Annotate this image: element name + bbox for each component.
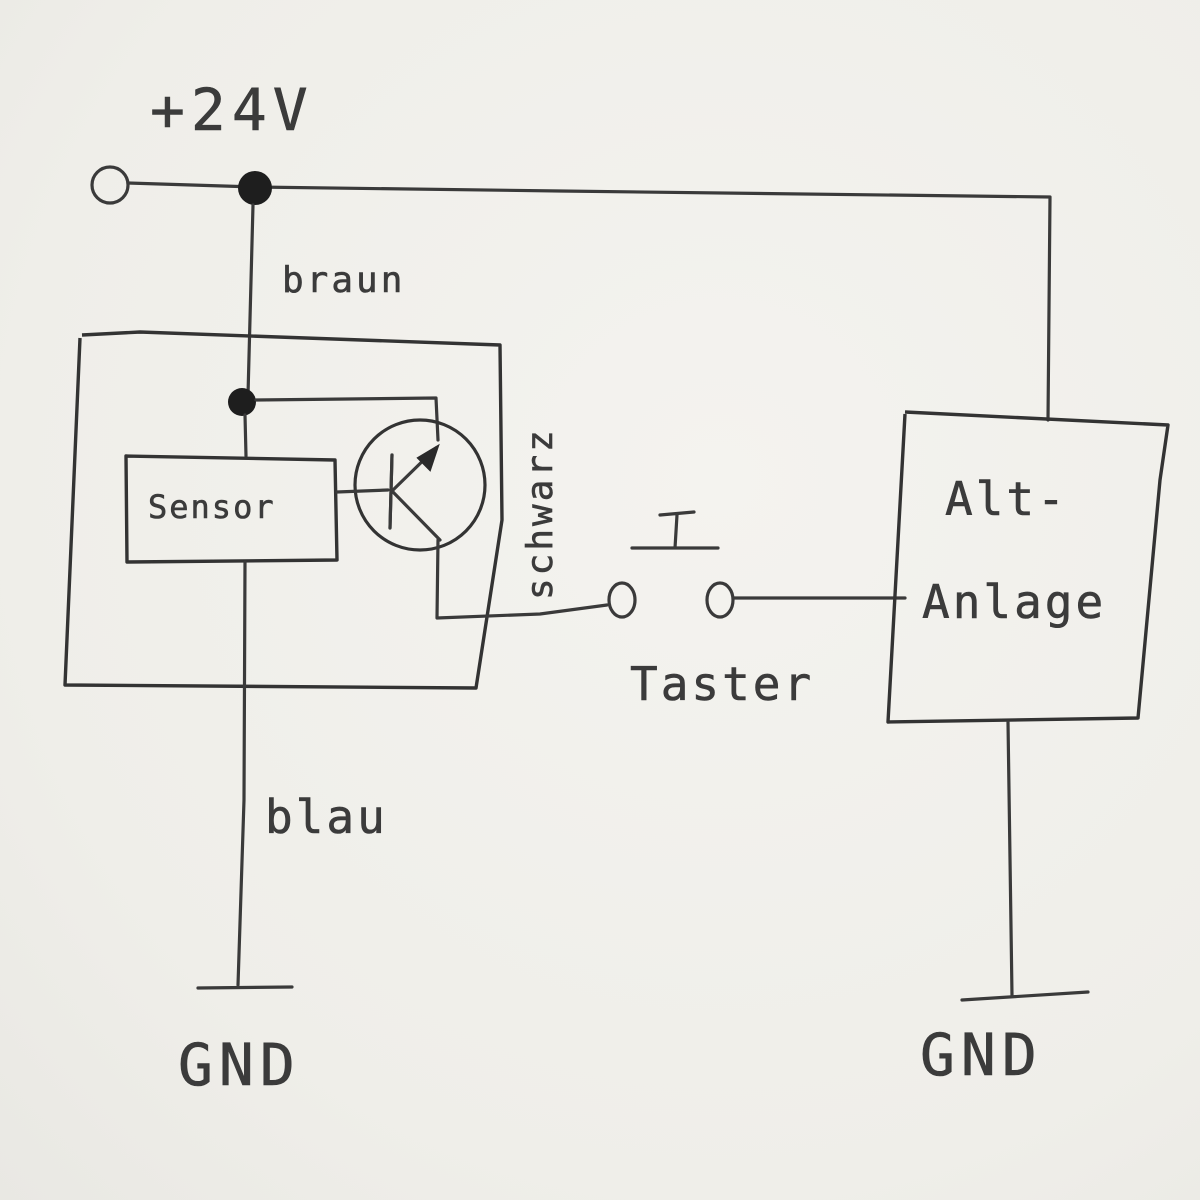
junction-to-sensor-wire [243,413,248,458]
right-ground-label: GND [920,1021,1043,1089]
transistor-emitter-arrow [416,443,440,472]
supply-terminal [90,165,130,205]
system-label-line1: Alt- [945,472,1068,526]
brown-wire [246,203,255,397]
brown-wire-label: braun [282,260,405,301]
system-to-ground-wire [1006,720,1014,997]
black-wire-label: schwarz [520,427,561,600]
supply-label: +24V [150,76,314,144]
transistor-circle [353,418,487,552]
supply-junction [238,171,272,205]
black-wire [435,538,609,620]
system-box [886,410,1170,724]
transistor-collector [391,490,442,542]
button-contact-left [607,581,637,619]
supply-rail [126,181,1052,422]
left-ground-symbol [196,985,294,990]
transistor-letter-k [388,453,394,530]
junction-to-transistor-wire [254,396,440,442]
button-contact-right [705,581,735,619]
blue-wire [236,560,247,987]
button-actuator [630,510,720,550]
blue-wire-label: blau [265,790,388,844]
right-ground-symbol [960,990,1090,1002]
sensor-label: Sensor [148,488,276,526]
button-label: Taster [630,657,814,711]
system-label-line2: Anlage [922,575,1106,629]
sensor-box [124,454,339,564]
left-ground-label: GND [178,1031,301,1099]
sensor-module-box [63,330,504,690]
sensor-to-base-wire [335,488,390,494]
module-junction [228,388,256,416]
